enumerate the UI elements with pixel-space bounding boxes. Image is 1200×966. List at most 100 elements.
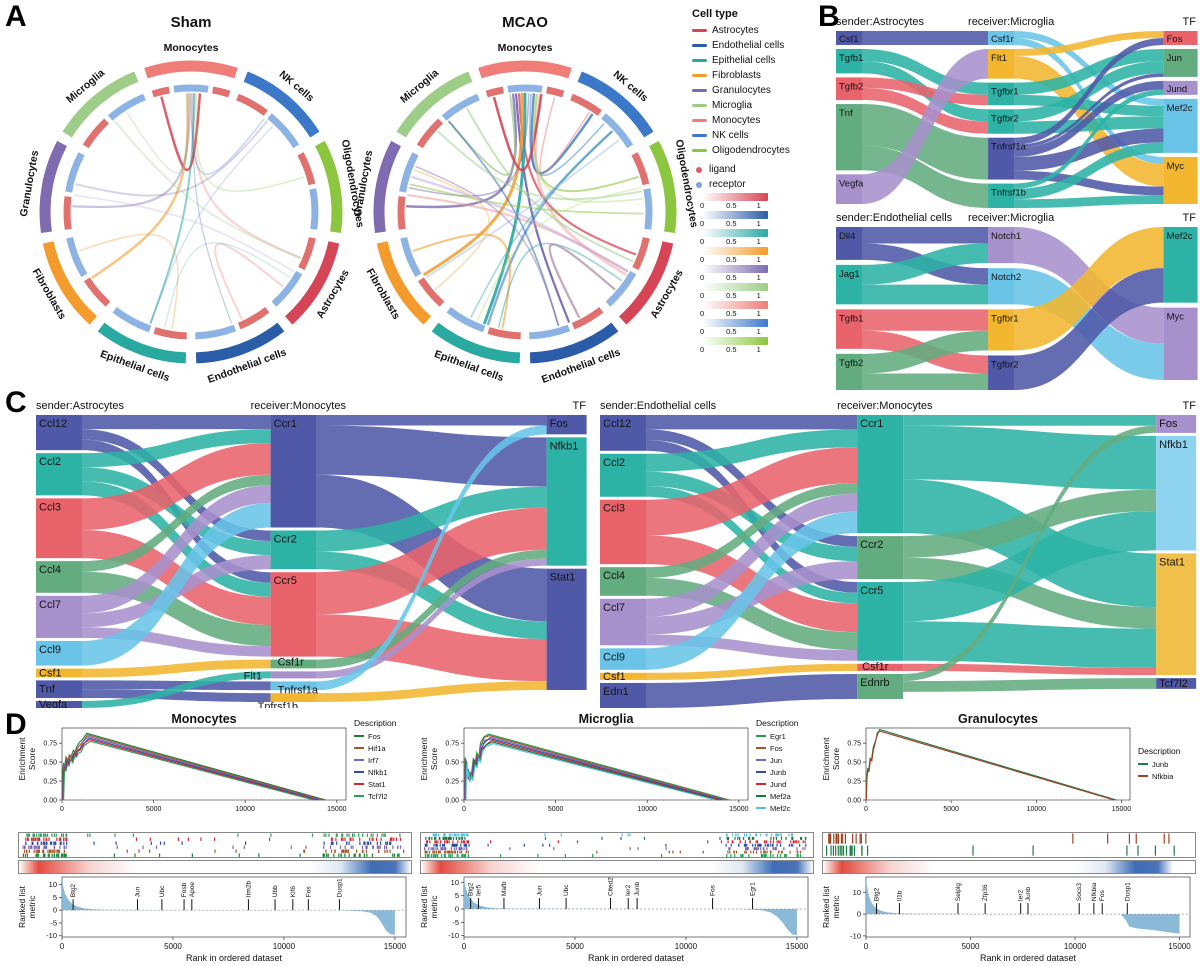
description-item: Junb — [756, 766, 816, 778]
tf-title: TF — [1182, 400, 1196, 412]
chord-link — [415, 165, 560, 326]
gene-label-dusp1: Dusp1 — [1124, 882, 1131, 901]
gene-label-socs3: Socs3 — [1076, 883, 1083, 901]
ligand-legend: ligand — [692, 162, 814, 177]
legend-item: Monocytes — [692, 113, 814, 128]
sankey-svg: Ccl12Ccl2Ccl3Ccl4Ccl7Ccl9Csf1Edn1Ccr1Ccr… — [600, 415, 1197, 708]
x-tick-label: 0 — [864, 942, 869, 951]
series-swatch — [354, 747, 364, 749]
sankey-link — [646, 471, 858, 562]
gene-label-fos: Fos — [1099, 890, 1106, 902]
sankey-node-stat1 — [1156, 553, 1197, 676]
rank-xlabel: Rank in ordered dataset — [588, 953, 685, 963]
inner-ring-arc — [195, 324, 237, 340]
sankey-node-label: Ccl2 — [603, 457, 625, 469]
sankey-link — [862, 227, 989, 244]
y-tick-label: 0.75 — [445, 741, 459, 748]
sankey-node-label: Fos — [1159, 418, 1178, 430]
es-ylabel: Enrichment — [17, 737, 27, 781]
sankey-node-jun — [1163, 48, 1198, 77]
sankey-link — [1014, 80, 1164, 157]
chord-link — [539, 96, 590, 175]
chord-link — [515, 93, 570, 323]
sankey-node-label: Flt1 — [991, 53, 1007, 64]
y-tick-label: 0.75 — [43, 741, 57, 748]
sankey-node-label: Ccl12 — [39, 418, 67, 430]
sankey-node-csf1r — [988, 31, 1015, 45]
sankey-link — [82, 443, 271, 531]
description-title: Description — [1138, 746, 1181, 756]
sankey-link — [903, 425, 1157, 682]
sankey-link — [316, 614, 547, 682]
inner-ring-arc — [236, 93, 268, 116]
sender-title: sender:Endothelial cells — [600, 400, 717, 412]
rank-ylabel: metric — [27, 895, 37, 919]
sankey-node-ccl7 — [36, 595, 82, 638]
chord-link — [195, 93, 305, 192]
sankey-link — [82, 467, 271, 556]
inner-ring-arc — [441, 93, 480, 121]
series-swatch — [756, 783, 766, 785]
sankey-node-ccl12 — [600, 415, 646, 451]
panel-label-b: B — [818, 0, 840, 33]
series-label: Fos — [770, 743, 783, 753]
sankey-node-label: Mef2c — [1167, 231, 1193, 242]
chord-link — [73, 194, 295, 272]
x-tick-label: 15000 — [786, 942, 809, 951]
x-tick-label: 15000 — [1112, 806, 1132, 813]
sankey-link — [646, 663, 858, 680]
gene-label-junb: Junb — [634, 882, 641, 896]
sankey-node-tgfbr1 — [988, 309, 1015, 351]
sankey-svg: Csf1Tgfb1Tgfb2TnfVegfaCsf1rFlt1Tgfbr1Tgf… — [836, 31, 1198, 208]
inner-ring-arc — [66, 236, 88, 278]
gene-label-ier2: Ier2 — [625, 884, 632, 896]
barcode-border — [822, 832, 1196, 858]
sankey-node-fos — [1163, 31, 1198, 45]
sankey-link — [316, 558, 547, 679]
es-curve-mef2c — [465, 743, 716, 801]
y-tick-label: 0.50 — [43, 760, 57, 767]
sankey-node-label: Tnfrsf1a — [991, 142, 1027, 153]
inner-ring-arc — [65, 152, 85, 193]
rank-ylabel: metric — [429, 895, 439, 919]
gene-label-il1b: Il1b — [896, 890, 903, 901]
sankey-node-ccr1 — [857, 415, 904, 534]
color-scale-bar — [702, 193, 768, 201]
es-curve-tcf7l2 — [63, 740, 315, 801]
sankey-link — [646, 493, 858, 617]
sankey-node-mef2c — [1163, 98, 1198, 153]
series-label: Jund — [770, 779, 787, 789]
legend-item-label: Oligodendrocytes — [712, 145, 790, 156]
chord-link — [413, 169, 491, 291]
sankey-node-label: Tnfrsf1b — [991, 188, 1026, 199]
sankey-link — [862, 87, 989, 134]
sankey-link — [862, 104, 989, 180]
y-tick-label: 0 — [857, 910, 861, 919]
sankey-link — [1014, 142, 1164, 200]
x-tick-label: 0 — [60, 942, 65, 951]
sankey-node-tgfbr1 — [988, 82, 1015, 106]
sankey-node-dll4 — [836, 227, 862, 260]
sankey-link — [903, 479, 1157, 608]
receptor-dot-icon — [696, 181, 702, 188]
y-tick-label: 0.25 — [847, 779, 861, 786]
receptor-label: receptor — [709, 179, 746, 190]
sankey-node-label: Notch2 — [991, 272, 1021, 283]
cell-arc-granulocytes — [373, 140, 401, 234]
sankey-node-label: Fos — [550, 418, 569, 430]
sankey-link — [1014, 48, 1164, 95]
sender-title: sender:Endothelial cells — [836, 212, 953, 224]
cell-arc-epithelial-cells — [97, 322, 187, 364]
gene-label-ubc: Ubc — [563, 884, 570, 896]
sankey-node-label: Ccl9 — [603, 651, 625, 663]
gene-label-btg2: Btg2 — [70, 883, 77, 897]
color-scale-bar — [702, 229, 768, 237]
sankey-node-ccl3 — [600, 499, 646, 565]
sankey-node-notch2 — [988, 268, 1015, 305]
cell-arc-astrocytes — [284, 241, 340, 325]
sankey-node-label: Tgfbr1 — [991, 87, 1018, 98]
